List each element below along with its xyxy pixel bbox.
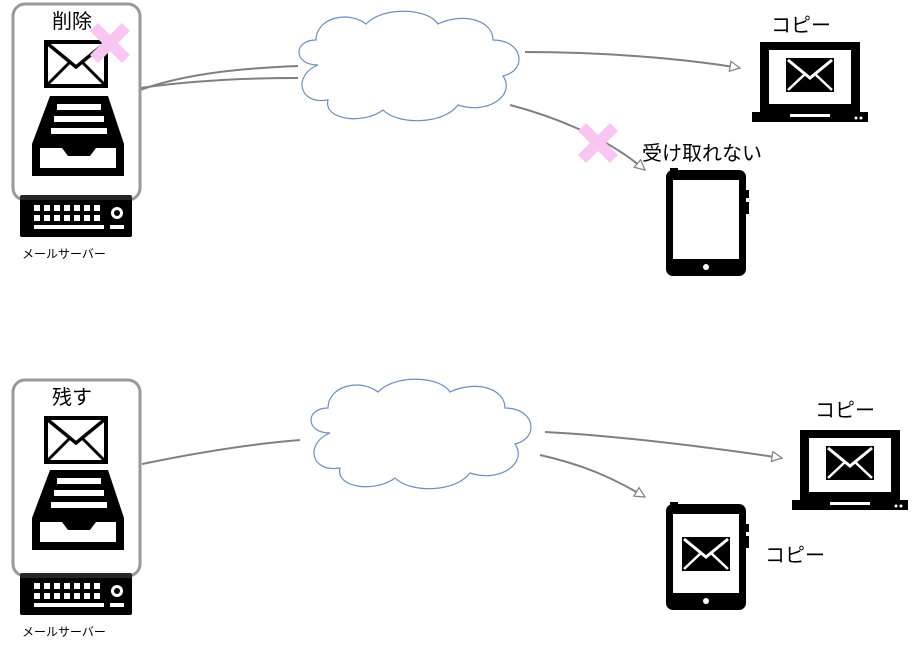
connector-server-to-cloud <box>141 439 301 465</box>
inbox-tray-icon <box>32 470 124 550</box>
laptop-icon <box>792 430 908 510</box>
tablet-label: 受け取れない <box>642 141 762 165</box>
connector-cloud-to-laptop <box>524 51 740 68</box>
delete-cross-icon <box>578 123 618 163</box>
cloud-icon <box>298 10 520 122</box>
tablet-label: コピー <box>765 543 825 567</box>
server-label: メールサーバー <box>22 625 106 639</box>
connector-cloud-to-laptop <box>544 431 782 458</box>
laptop-label: コピー <box>771 13 831 37</box>
connector-cloud-to-tablet <box>509 104 645 170</box>
envelope-icon <box>680 535 732 573</box>
cloud-icon <box>310 378 532 490</box>
inbox-tray-icon <box>32 96 124 176</box>
laptop-label: コピー <box>815 398 875 422</box>
scenario-keep: 残す メールサーバー コピー コピー <box>11 378 908 639</box>
laptop-icon <box>752 42 868 122</box>
tablet-icon <box>666 168 749 276</box>
server-label: メールサーバー <box>22 247 106 261</box>
tablet-icon <box>666 502 749 610</box>
server-rack-icon <box>20 573 132 615</box>
connector-server-to-cloud <box>139 65 299 91</box>
envelope-icon <box>784 56 836 94</box>
connector-cloud-to-tablet <box>539 454 645 498</box>
server-rack-icon <box>20 195 132 237</box>
envelope-icon <box>824 444 876 482</box>
server-action-label: 残す <box>52 385 92 409</box>
scenario-delete: 削除 メールサーバー コピー 受け取れない <box>11 2 868 276</box>
envelope-icon <box>44 416 108 464</box>
server-action-label: 削除 <box>52 9 92 33</box>
